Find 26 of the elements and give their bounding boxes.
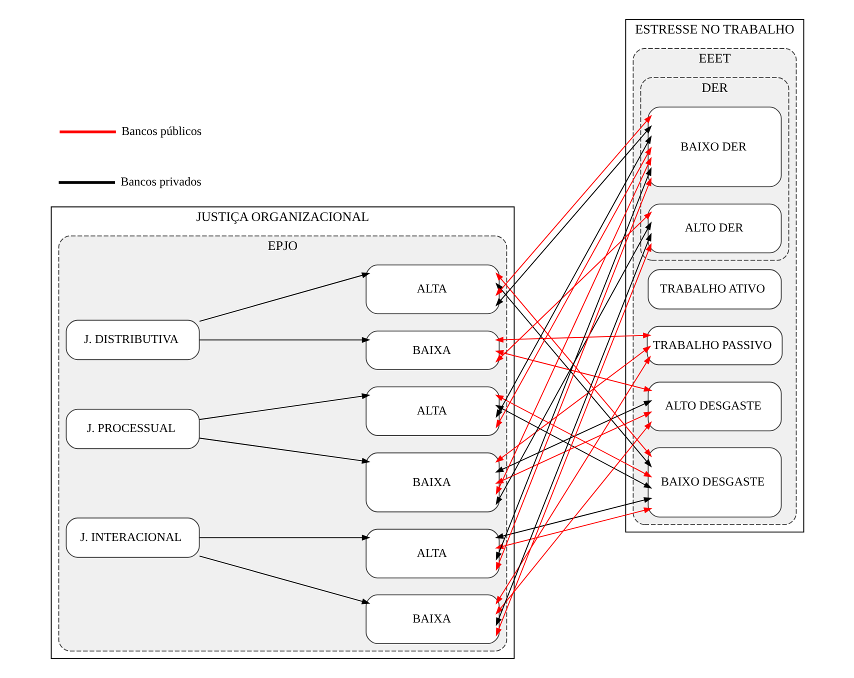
node-box: J. DISTRIBUTIVA <box>65 320 200 360</box>
node-box: ALTA <box>365 264 500 314</box>
legend-label: Bancos públicos <box>121 124 202 138</box>
node-box: TRABALHO ATIVO <box>647 269 782 310</box>
node-box: BAIXA <box>365 594 500 644</box>
node-box: BAIXO DESGASTE <box>647 447 782 518</box>
arrow <box>494 497 652 539</box>
arrow <box>198 438 370 464</box>
arrow <box>198 393 370 420</box>
arrow <box>198 556 370 604</box>
node-box: BAIXA <box>365 452 500 512</box>
node-box: ALTA <box>365 386 500 436</box>
arrow <box>494 332 651 343</box>
node-box: ALTA <box>365 528 500 578</box>
arrow <box>198 336 370 343</box>
legend-label: Bancos privados <box>120 174 201 189</box>
node-box: BAIXO DER <box>647 106 782 188</box>
arrow <box>198 272 370 322</box>
node-box: ALTO DER <box>647 204 782 254</box>
node-box: BAIXA <box>365 330 500 370</box>
node-box: J. INTERACIONAL <box>65 518 200 558</box>
node-box: ALTO DESGASTE <box>647 382 782 432</box>
node-box: J. PROCESSUAL <box>65 408 200 450</box>
arrow <box>494 350 652 392</box>
arrow <box>198 534 370 541</box>
node-box: TRABALHO PASSIVO <box>646 326 782 366</box>
